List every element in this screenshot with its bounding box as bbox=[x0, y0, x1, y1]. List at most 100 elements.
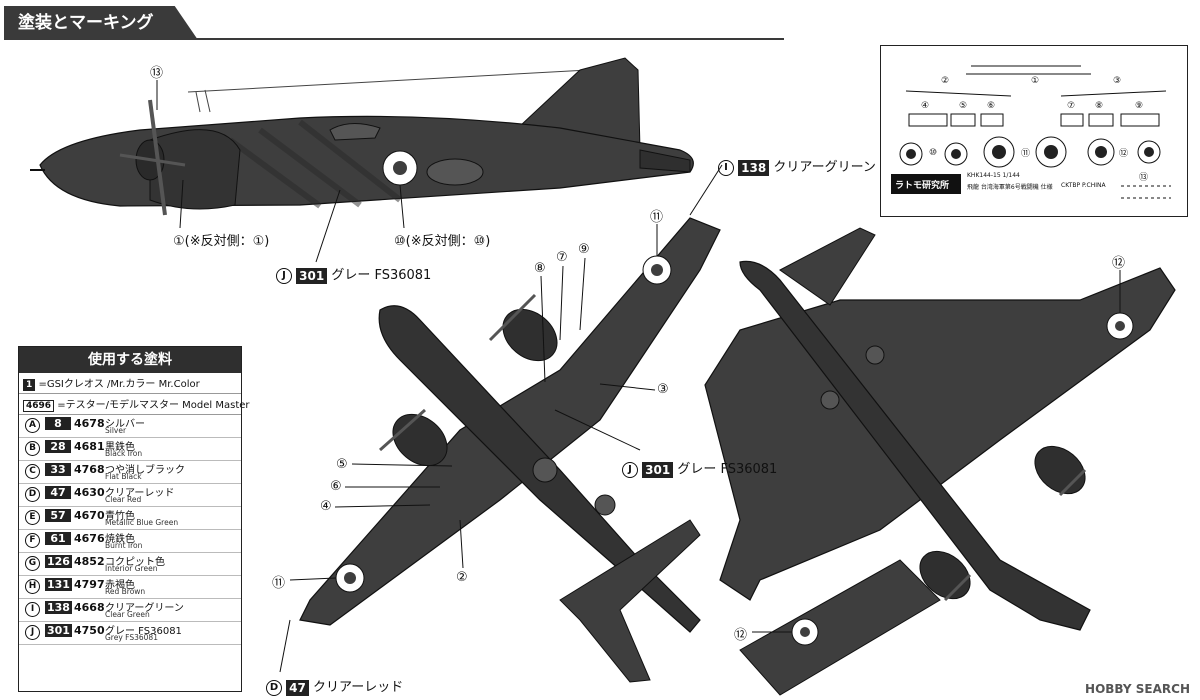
decal-num-13: ⑬ bbox=[1139, 173, 1149, 183]
paint-name-jp: クリアーグリーン bbox=[105, 603, 184, 614]
mr-color-number: 301 bbox=[45, 624, 72, 637]
key-number: 1 bbox=[23, 379, 36, 391]
model-master-number: 4676 bbox=[74, 532, 105, 545]
page-title: 塗装とマーキング bbox=[4, 6, 198, 40]
paint-number: 301 bbox=[642, 461, 674, 478]
callout-4: ④ bbox=[320, 499, 332, 514]
decal-num-11: ⑪ bbox=[1021, 149, 1031, 159]
model-master-number: 4678 bbox=[74, 417, 105, 430]
paint-letter: I bbox=[718, 159, 734, 176]
mr-color-number: 8 bbox=[45, 417, 71, 430]
paint-name-jp: 黒鉄色 bbox=[105, 442, 135, 453]
paint-name: クリアーグリーン bbox=[773, 160, 876, 175]
decal-num-5: ⑤ bbox=[959, 101, 968, 111]
paint-number: 138 bbox=[738, 159, 770, 176]
paint-letter: C bbox=[25, 464, 40, 479]
paint-name-jp: グレー FS36081 bbox=[105, 626, 182, 637]
paint-letter: D bbox=[25, 487, 40, 502]
paint-name-en: Black Iron bbox=[105, 449, 143, 458]
paint-letter: F bbox=[25, 533, 40, 548]
paint-letter: E bbox=[25, 510, 40, 525]
model-master-number: 4768 bbox=[74, 463, 105, 476]
paint-name-jp: つや消しブラック bbox=[105, 465, 185, 476]
callout-2: ② bbox=[456, 570, 468, 585]
legend-title: 使用する塗料 bbox=[19, 347, 241, 373]
paint-letter: A bbox=[25, 418, 40, 433]
paint-name: グレー FS36081 bbox=[677, 462, 778, 477]
paint-number: 47 bbox=[286, 679, 309, 696]
paint-letter: H bbox=[25, 579, 40, 594]
paint-name-jp: 青竹色 bbox=[105, 511, 135, 522]
paint-letter: I bbox=[25, 602, 40, 617]
model-master-number: 4797 bbox=[74, 578, 105, 591]
decal-num-6: ⑥ bbox=[987, 101, 996, 111]
decal-num-1: ① bbox=[1031, 76, 1040, 86]
model-master-number: 4630 bbox=[74, 486, 105, 499]
model-master-number: 4852 bbox=[74, 555, 105, 568]
callout-7: ⑦ bbox=[556, 250, 568, 265]
decal-num-2: ② bbox=[941, 76, 950, 86]
mr-color-number: 126 bbox=[45, 555, 72, 568]
paint-name-en: Flat Black bbox=[105, 472, 142, 481]
paint-name-en: Grey FS36081 bbox=[105, 633, 158, 642]
model-master-number: 4668 bbox=[74, 601, 105, 614]
paint-name-en: Silver bbox=[105, 426, 127, 435]
paint-callout-i: I 138 クリアーグリーン bbox=[718, 156, 876, 176]
key-text: =GSIクレオス /Mr.カラー Mr.Color bbox=[38, 379, 200, 390]
decal-brand-logo: ラトモ研究所 bbox=[895, 181, 950, 191]
decal-num-8: ⑧ bbox=[1095, 101, 1104, 111]
paint-letter: B bbox=[25, 441, 40, 456]
mr-color-number: 28 bbox=[45, 440, 71, 453]
paint-number: 301 bbox=[296, 267, 328, 284]
paint-legend: 使用する塗料 1 =GSIクレオス /Mr.カラー Mr.Color 4696 … bbox=[18, 346, 250, 692]
callout-12-bottom: ⑫ bbox=[734, 628, 748, 643]
paint-letter: G bbox=[25, 556, 40, 571]
paint-letter: J bbox=[276, 267, 292, 284]
top-view-aircraft bbox=[299, 217, 721, 683]
key-text: =テスター/モデルマスター Model Master bbox=[57, 400, 250, 411]
key-number: 4696 bbox=[23, 400, 55, 412]
paint-callout-j-side: J 301 グレー FS36081 bbox=[276, 264, 431, 284]
title-underline bbox=[184, 38, 784, 40]
mr-color-number: 61 bbox=[45, 532, 71, 545]
callout-11-wing: ⑪ bbox=[272, 576, 286, 591]
paint-name-jp: コクピット色 bbox=[105, 557, 165, 568]
callout-10-side: ⑩(※反対側：⑩) bbox=[394, 234, 491, 249]
callout-12-top: ⑫ bbox=[1112, 256, 1126, 271]
callout-13-side: ⑬ bbox=[150, 66, 164, 81]
decal-num-10: ⑩ bbox=[929, 148, 938, 158]
callout-9: ⑨ bbox=[578, 242, 590, 257]
callout-3: ③ bbox=[657, 382, 669, 397]
callout-5: ⑤ bbox=[336, 457, 348, 472]
paint-letter: J bbox=[622, 461, 638, 478]
mr-color-number: 47 bbox=[45, 486, 71, 499]
paint-name-en: Metallic Blue Green bbox=[105, 518, 179, 527]
decal-code: KHK144-15 1/144 bbox=[967, 172, 1020, 179]
decal-num-9: ⑨ bbox=[1135, 101, 1144, 111]
decal-sheet-art bbox=[891, 65, 1171, 199]
model-master-number: 4681 bbox=[74, 440, 105, 453]
model-master-number: 4750 bbox=[74, 624, 105, 637]
paint-name-jp: 赤褐色 bbox=[105, 580, 135, 591]
paint-name-jp: シルバー bbox=[105, 419, 145, 430]
paint-name-en: Red Brown bbox=[105, 587, 146, 596]
decal-sheet: ① ② ③ ④ ⑤ ⑥ ⑦ ⑧ ⑨ ⑩ ⑪ ⑫ ⑬ ラトモ研究所 KHK144-… bbox=[880, 45, 1188, 217]
callout-11-top: ⑪ bbox=[650, 210, 664, 225]
decal-num-4: ④ bbox=[921, 101, 930, 111]
legend-key-modelmaster: 4696 =テスター/モデルマスター Model Master bbox=[19, 394, 250, 415]
decal-caption: 飛龍 台湾海軍第6号戦闘機 仕様 bbox=[967, 184, 1053, 191]
legend-key-mrcolor: 1 =GSIクレオス /Mr.カラー Mr.Color bbox=[19, 373, 241, 394]
decal-num-3: ③ bbox=[1113, 76, 1122, 86]
mr-color-number: 33 bbox=[45, 463, 71, 476]
paint-name-en: Clear Red bbox=[105, 495, 142, 504]
